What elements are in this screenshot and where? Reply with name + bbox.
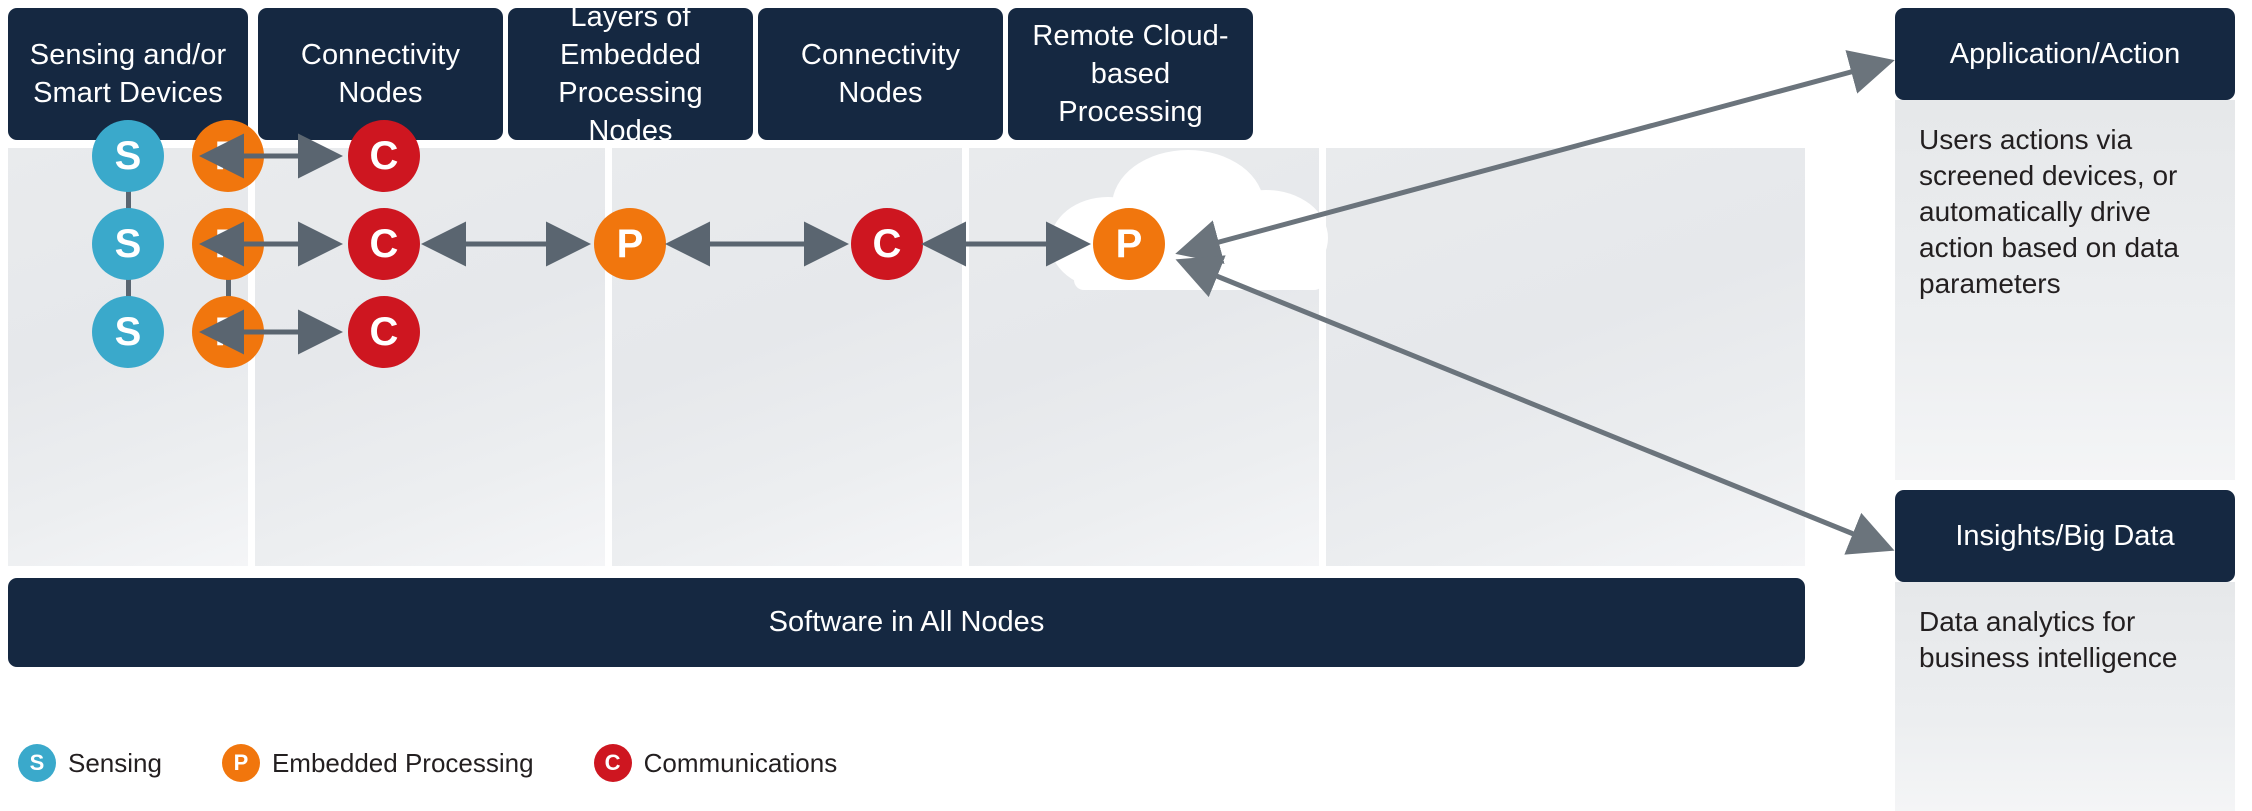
legend-glyph: P xyxy=(233,750,249,775)
legend-glyph: C xyxy=(604,750,621,775)
column-band-5 xyxy=(1326,148,1805,566)
legend: S Sensing P Embedded Processing C Commun… xyxy=(18,735,897,791)
node-processing-row2[interactable]: P xyxy=(192,208,264,280)
header-line1: Layers of Embedded xyxy=(559,1,702,71)
node-embedded-processing[interactable]: P xyxy=(594,208,666,280)
card-body-insights-big-data: Data analytics for business intelligence xyxy=(1895,582,2235,811)
header-line1: Sensing and/or xyxy=(29,39,227,71)
node-glyph: C xyxy=(369,310,399,354)
node-communications-col2[interactable]: C xyxy=(851,208,923,280)
node-sensing-row2[interactable]: S xyxy=(92,208,164,280)
legend-label: Embedded Processing xyxy=(271,747,534,778)
legend-label: Sensing xyxy=(68,747,162,778)
column-band-3 xyxy=(612,148,962,566)
node-glyph: P xyxy=(214,134,242,178)
card-title: Application/Action xyxy=(1949,37,2181,70)
card-header-insights-big-data[interactable]: Insights/Big Data xyxy=(1895,490,2235,582)
node-glyph: S xyxy=(114,222,142,266)
sensing-icon: S xyxy=(18,744,56,782)
node-sensing-row3[interactable]: S xyxy=(92,296,164,368)
node-glyph: C xyxy=(369,134,399,178)
card-body-text: Data analytics for business intelligence xyxy=(1919,606,2178,673)
node-cloud-processing[interactable]: P xyxy=(1093,208,1165,280)
node-communications-col1-row1[interactable]: C xyxy=(348,120,420,192)
header-line1: Remote Cloud-based xyxy=(1032,20,1229,90)
header-line2: Nodes xyxy=(838,77,923,109)
node-communications-col1-row2[interactable]: C xyxy=(348,208,420,280)
header-line2: Smart Devices xyxy=(33,77,223,109)
node-glyph: C xyxy=(872,222,902,266)
node-glyph: S xyxy=(114,134,142,178)
communications-icon: C xyxy=(593,744,632,782)
node-glyph: S xyxy=(114,310,142,354)
software-in-all-nodes-bar[interactable]: Software in All Nodes xyxy=(8,578,1805,667)
column-band-2 xyxy=(255,148,605,566)
processing-icon: P xyxy=(221,744,260,782)
software-bar-label: Software in All Nodes xyxy=(768,606,1045,638)
node-glyph: P xyxy=(616,222,644,266)
node-processing-row3[interactable]: P xyxy=(192,296,264,368)
header-line1: Connectivity xyxy=(800,39,961,71)
header-line2: Nodes xyxy=(338,77,423,109)
card-body-application-action: Users actions via screened devices, or a… xyxy=(1895,100,2235,480)
cloud-icon xyxy=(1050,150,1328,290)
node-glyph: P xyxy=(1115,222,1143,266)
header-line1: Connectivity xyxy=(300,39,461,71)
node-processing-row1[interactable]: P xyxy=(192,120,264,192)
legend-item-embedded-processing[interactable]: P Embedded Processing xyxy=(221,744,534,782)
legend-glyph: S xyxy=(29,750,45,775)
card-body-text: Users actions via screened devices, or a… xyxy=(1919,124,2179,299)
header-line2: Processing xyxy=(1058,96,1203,128)
card-title: Insights/Big Data xyxy=(1955,519,2175,552)
node-glyph: C xyxy=(369,222,399,266)
node-communications-col1-row3[interactable]: C xyxy=(348,296,420,368)
header-line2: Processing Nodes xyxy=(558,77,703,147)
card-header-application-action[interactable]: Application/Action xyxy=(1895,8,2235,100)
node-glyph: P xyxy=(214,222,242,266)
node-sensing-row1[interactable]: S xyxy=(92,120,164,192)
legend-label: Communications xyxy=(643,747,838,778)
node-glyph: P xyxy=(214,310,242,354)
legend-item-communications[interactable]: C Communications xyxy=(593,744,838,782)
legend-item-sensing[interactable]: S Sensing xyxy=(18,744,162,782)
